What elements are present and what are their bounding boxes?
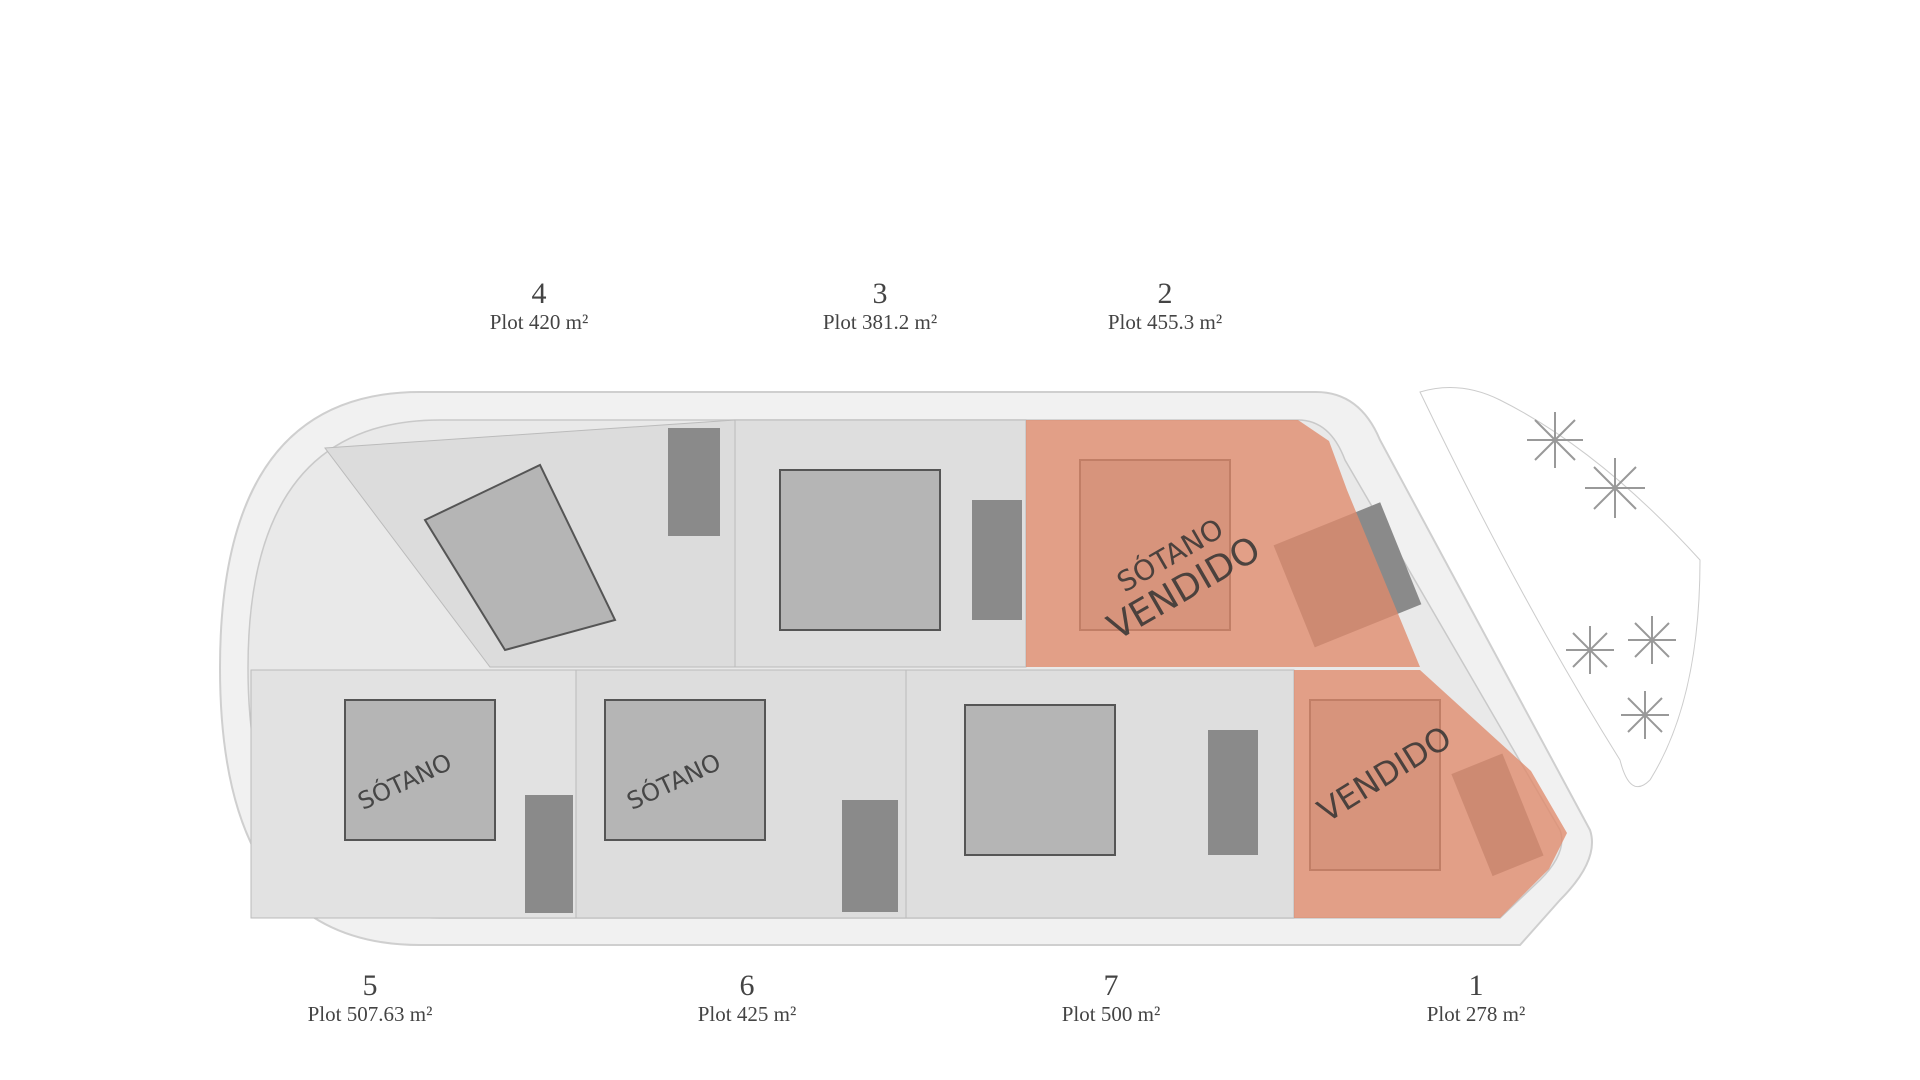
plot-size: Plot 455.3 m²	[1107, 310, 1223, 334]
pool-4	[668, 428, 720, 536]
plot-size: Plot 420 m²	[489, 310, 589, 334]
plot-size: Plot 425 m²	[697, 1002, 797, 1026]
house-3	[779, 469, 941, 631]
palm-icon	[1585, 458, 1645, 518]
palm-trees	[1527, 412, 1676, 739]
plot-2-label[interactable]: 2 Plot 455.3 m²	[1107, 277, 1223, 335]
palm-icon	[1566, 626, 1614, 674]
palm-icon	[1527, 412, 1583, 468]
plot-number: 5	[362, 969, 378, 1002]
garden-area	[1419, 387, 1701, 788]
plot-1-label[interactable]: 1 Plot 278 m²	[1426, 969, 1526, 1027]
plot-number: 3	[872, 277, 888, 310]
plot-5-label[interactable]: 5 Plot 507.63 m²	[307, 969, 433, 1027]
plot-1-sold-overlay[interactable]	[1294, 670, 1567, 918]
plot-size: Plot 500 m²	[1061, 1002, 1161, 1026]
house-7	[964, 704, 1116, 856]
pool-5	[525, 795, 573, 913]
plot-2-sold-overlay[interactable]	[1026, 420, 1420, 667]
plot-number: 6	[739, 969, 755, 1002]
plot-3-label[interactable]: 3 Plot 381.2 m²	[822, 277, 938, 335]
plot-number: 4	[531, 277, 547, 310]
house-6	[604, 699, 766, 841]
pool-3	[972, 500, 1022, 620]
plot-7-label[interactable]: 7 Plot 500 m²	[1061, 969, 1161, 1027]
plot-4-label[interactable]: 4 Plot 420 m²	[489, 277, 589, 335]
plot-number: 1	[1468, 969, 1484, 1002]
pool-6	[842, 800, 898, 912]
house-5	[344, 699, 496, 841]
plot-6-label[interactable]: 6 Plot 425 m²	[697, 969, 797, 1027]
plot-size: Plot 278 m²	[1426, 1002, 1526, 1026]
plot-size: Plot 381.2 m²	[822, 310, 938, 334]
plot-size: Plot 507.63 m²	[307, 1002, 433, 1026]
house-4	[423, 463, 617, 652]
palm-icon	[1621, 691, 1669, 739]
plot-number: 2	[1157, 277, 1173, 310]
plot-number: 7	[1103, 969, 1119, 1002]
palm-icon	[1628, 616, 1676, 664]
pool-7	[1208, 730, 1258, 855]
